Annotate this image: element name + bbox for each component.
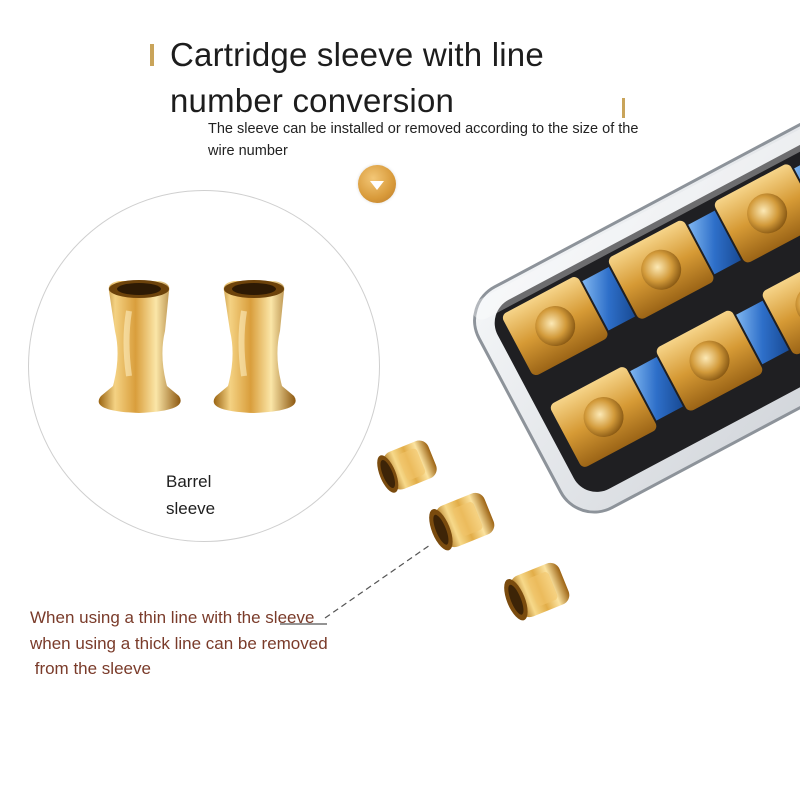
leader-line (324, 544, 431, 619)
title-line-2: number conversion (170, 82, 455, 119)
subtitle: The sleeve can be installed or removed a… (208, 118, 668, 162)
loose-sleeves (377, 440, 570, 621)
title-accent-bar-end (622, 98, 625, 118)
note-line-1: When using a thin line with the sleeve (30, 608, 315, 627)
page-title: Cartridge sleeve with line number conver… (170, 32, 590, 124)
title-line-1: Cartridge sleeve with line (170, 36, 544, 73)
barrel-label-line-2: sleeve (166, 499, 216, 518)
subtitle-line-2: wire number (208, 143, 288, 159)
terminal-row-bottom (550, 254, 800, 467)
barrel-sleeves-image (98, 280, 296, 413)
fuse-block (471, 70, 800, 514)
blue-fuses (582, 154, 800, 421)
barrel-sleeve-inset (28, 190, 380, 542)
note-line-3: from the sleeve (30, 659, 151, 678)
barrel-sleeve-left (98, 280, 181, 413)
barrel-sleeve-right (213, 280, 296, 413)
barrel-label-line-1: Barrel (166, 472, 212, 491)
barrel-sleeve-label: Barrel sleeve (166, 468, 286, 522)
chevron-down-icon (358, 165, 396, 203)
subtitle-line-1: The sleeve can be installed or removed a… (208, 121, 639, 137)
title-accent-bar (150, 44, 154, 66)
note-line-2: when using a thick line can be removed (30, 633, 328, 653)
terminal-row-top (502, 164, 800, 376)
usage-note: When using a thin line with the sleeve w… (30, 605, 450, 682)
